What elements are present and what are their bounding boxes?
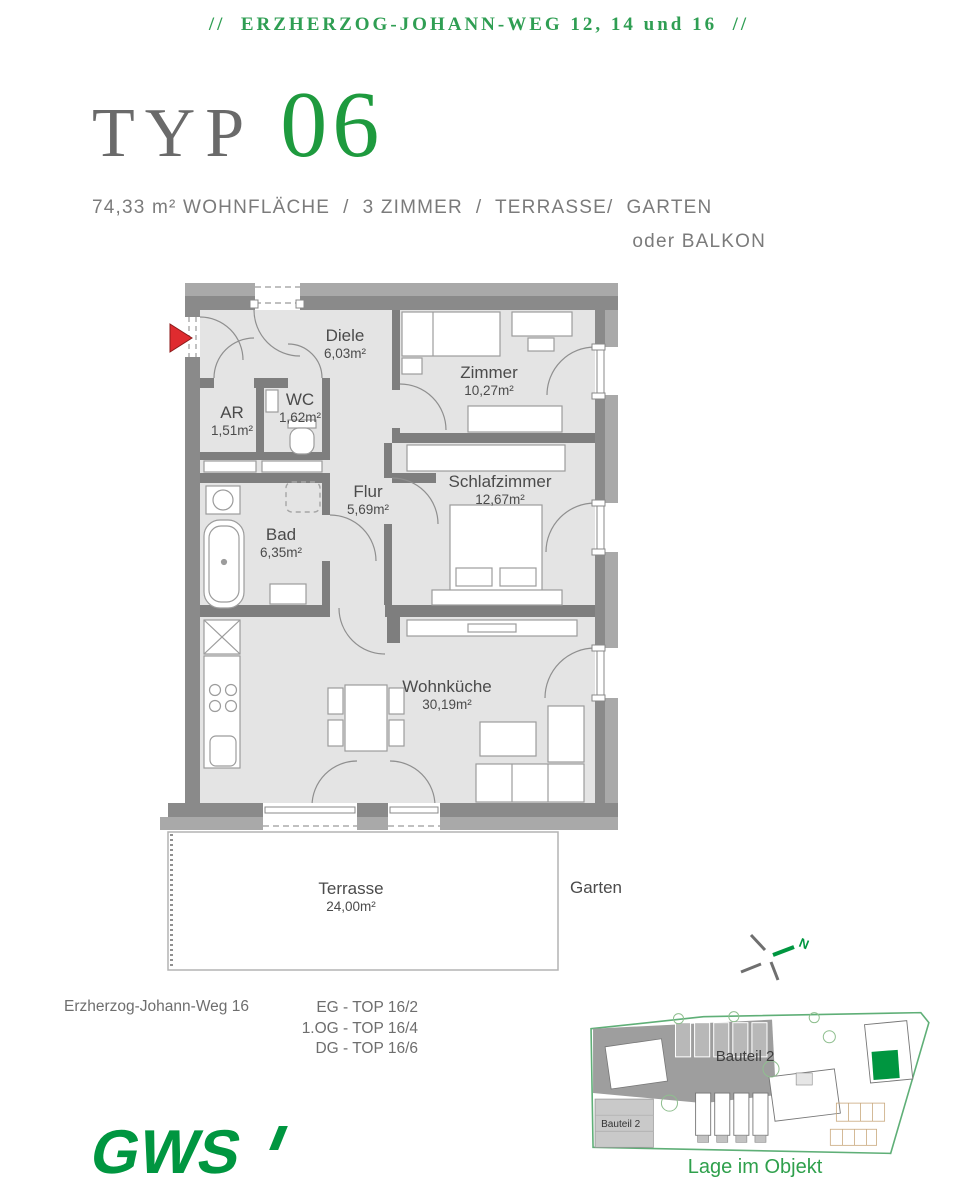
page-title: TYP 06 — [92, 78, 384, 172]
door-arcs — [199, 309, 596, 807]
unit-og: 1.OG - TOP 16/4 — [301, 1019, 418, 1037]
room-label-flur: Flur 5,69m² — [346, 482, 390, 518]
furniture — [203, 311, 585, 803]
room-label-wohnkueche: Wohnküche 30,19m² — [402, 677, 492, 713]
garten-label: Garten — [570, 878, 622, 897]
highlighted-unit — [871, 1049, 900, 1080]
room-label-wc: WC 1,62m² — [278, 390, 322, 426]
summary-line-2: oder BALKON — [632, 231, 766, 252]
exterior-wall-outer — [160, 283, 618, 830]
north-label: N — [797, 935, 811, 952]
room-label-zimmer: Zimmer 10,27m² — [460, 363, 518, 399]
summary-line-1: 74,33 m² WOHNFLÄCHE / 3 ZIMMER / TERRASS… — [92, 197, 713, 218]
room-label-terrasse: Terrasse 24,00m² — [318, 879, 384, 915]
compass-north-indicator: N — [740, 933, 811, 981]
gws-logo: GWS — [85, 1118, 288, 1188]
entrance — [169, 317, 200, 357]
unit-eg: EG - TOP 16/2 — [316, 999, 418, 1016]
entrance-arrow-icon — [169, 323, 193, 353]
room-label-bad: Bad 6,35m² — [259, 525, 303, 561]
address-banner: // ERZHERZOG-JOHANN-WEG 12, 14 und 16 // — [208, 14, 750, 35]
gws-logo-text: GWS — [84, 1118, 248, 1187]
appliance-placeholder — [285, 481, 321, 513]
apartment-summary: 74,33 m² WOHNFLÄCHE / 3 ZIMMER / TERRASS… — [92, 197, 766, 253]
windows — [249, 283, 618, 830]
typ-number: 06 — [280, 73, 385, 177]
room-label-diele: Diele 6,03m² — [323, 326, 367, 362]
unit-list: EG - TOP 16/2 1.OG - TOP 16/4 DG - TOP 1… — [250, 998, 418, 1060]
storage-shelves — [203, 460, 323, 473]
bauteil-label-bottom: Bauteil 2 — [601, 1119, 641, 1130]
exterior-wall-inner — [168, 296, 618, 817]
floor-plan — [160, 283, 618, 971]
room-label-schlafzimmer: Schlafzimmer 12,67m² — [448, 472, 552, 508]
bauteil-label-top: Bauteil 2 — [716, 1048, 775, 1065]
site-plan: Bauteil 2 Bauteil 2 — [590, 1011, 930, 1155]
site-plan-caption: Lage im Objekt — [687, 1156, 823, 1178]
room-label-ar: AR 1,51m² — [210, 403, 254, 439]
typ-label: TYP — [92, 95, 255, 172]
terrace-outline — [167, 831, 559, 971]
unit-dg: DG - TOP 16/6 — [315, 1040, 418, 1057]
gws-logo-tick-icon — [269, 1126, 288, 1150]
building-address: Erzherzog-Johann-Weg 16 — [64, 998, 249, 1015]
